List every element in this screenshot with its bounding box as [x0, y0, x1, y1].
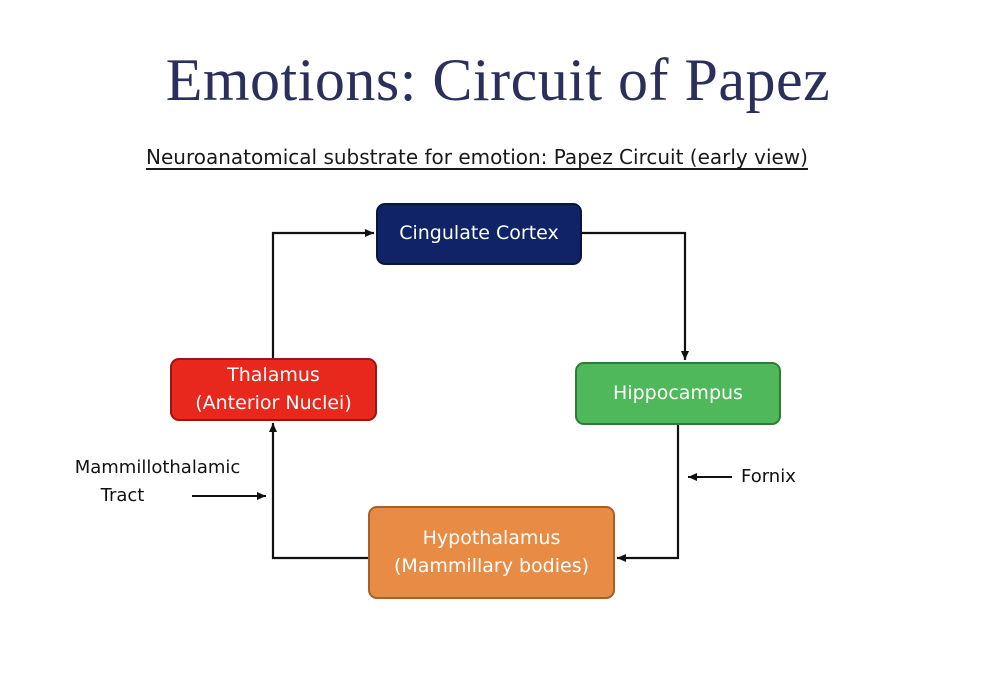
- connector-cingulate-to-hippocampus: [582, 231, 689, 360]
- node-hippocampus: Hippocampus: [575, 362, 781, 425]
- fornix-label: Fornix: [741, 466, 796, 487]
- node-hippocampus-label: Hippocampus: [613, 381, 743, 404]
- connector-thalamus-to-cingulate: [271, 229, 374, 358]
- node-hypothalamus-label: Hypothalamus: [422, 526, 561, 549]
- connector-hypothalamus-to-thalamus: [269, 423, 368, 560]
- mammillothalamic-label-line1: Mammillothalamic: [74, 457, 241, 478]
- mammillothalamic-tract-label: Mammillothalamic Tract: [60, 454, 255, 510]
- node-hypothalamus: Hypothalamus (Mammillary bodies): [368, 506, 615, 599]
- node-hypothalamus-sublabel: (Mammillary bodies): [393, 554, 590, 577]
- node-cingulate-cortex-label: Cingulate Cortex: [399, 222, 559, 245]
- node-cingulate-cortex: Cingulate Cortex: [376, 203, 582, 265]
- node-thalamus-label: Thalamus: [227, 363, 320, 386]
- slide-subtitle: Neuroanatomical substrate for emotion: P…: [146, 145, 808, 169]
- connector-hippocampus-to-hypothalamus: [617, 425, 680, 562]
- mammillothalamic-label-line2: Tract: [100, 484, 145, 506]
- node-thalamus: Thalamus (Anterior Nuclei): [170, 358, 377, 421]
- slide-title: Emotions: Circuit of Papez: [165, 47, 831, 113]
- node-thalamus-sublabel: (Anterior Nuclei): [195, 391, 352, 414]
